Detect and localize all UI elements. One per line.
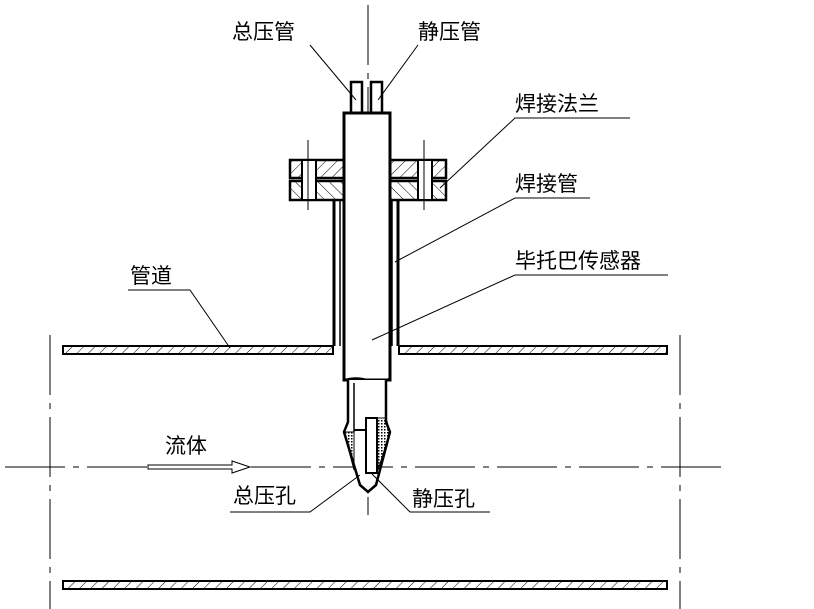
label-fluid: 流体 <box>165 434 207 458</box>
label-welded-flange: 焊接法兰 <box>515 92 599 116</box>
label-welded-pipe: 焊接管 <box>515 172 578 196</box>
pitot-probe <box>342 80 392 494</box>
welded-pipe <box>332 200 400 346</box>
leader-lines <box>128 44 668 513</box>
label-pitot-sensor: 毕托巴传感器 <box>515 249 641 273</box>
label-total-pressure-hole: 总压孔 <box>233 484 296 508</box>
pipe-walls <box>62 345 668 590</box>
flow-arrow <box>147 460 252 474</box>
label-static-pressure-hole: 静压孔 <box>412 487 475 511</box>
label-total-pressure-tube: 总压管 <box>232 20 295 44</box>
welded-flange <box>288 140 448 210</box>
label-static-pressure-tube: 静压管 <box>418 20 481 44</box>
label-pipeline: 管道 <box>130 264 172 288</box>
